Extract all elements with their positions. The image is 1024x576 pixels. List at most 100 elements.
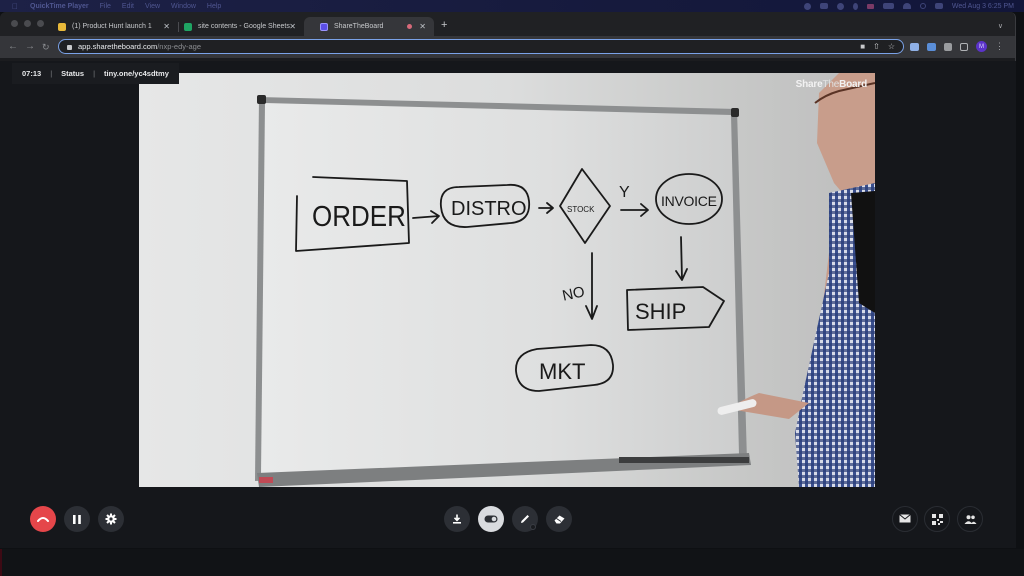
zoom-window-button[interactable] bbox=[37, 20, 44, 27]
close-tab-icon[interactable]: ✕ bbox=[163, 22, 170, 31]
brand-the: The bbox=[822, 79, 840, 90]
omnibox-actions: ■ ⇧ ☆ bbox=[860, 42, 895, 51]
menu-file[interactable]: File bbox=[99, 2, 111, 10]
brand-board: Board bbox=[839, 79, 867, 90]
tab-sharetheboard[interactable]: ShareTheBoard ✕ bbox=[304, 17, 434, 36]
close-tab-icon[interactable]: ✕ bbox=[289, 22, 296, 31]
close-window-button[interactable] bbox=[11, 20, 18, 27]
node-mkt-label: MKT bbox=[539, 359, 585, 384]
menu-window[interactable]: Window bbox=[171, 2, 196, 10]
menu-clock[interactable]: Wed Aug 3 6:25 PM bbox=[951, 2, 1014, 10]
tab-product-hunt[interactable]: (1) Product Hunt launch 1 ✕ bbox=[42, 17, 178, 36]
tab-divider bbox=[178, 22, 179, 32]
macos-menu-bar:  QuickTime Player File Edit View Window… bbox=[0, 0, 1024, 12]
node-order-label: ORDER bbox=[312, 200, 406, 232]
camera-icon[interactable]: ■ bbox=[860, 42, 866, 51]
whiteboard-video-feed: ShareTheBoard bbox=[139, 73, 875, 487]
sharetheboard-page: 07:13 | Status | tiny.one/yc4sdtmy Share… bbox=[0, 61, 1016, 548]
pen-options-badge[interactable] bbox=[530, 524, 536, 530]
mail-icon bbox=[899, 514, 911, 523]
record-status-icon[interactable] bbox=[803, 2, 811, 10]
qr-code-button[interactable] bbox=[924, 506, 950, 532]
tab-search-chevron-icon[interactable]: ∨ bbox=[997, 23, 1003, 30]
node-ship-label: SHIP bbox=[635, 299, 686, 324]
screen-recorder-extension-icon[interactable] bbox=[910, 42, 919, 51]
reload-icon[interactable]: ↻ bbox=[42, 42, 50, 52]
menu-edit[interactable]: Edit bbox=[121, 2, 134, 10]
sharetheboard-logo: ShareTheBoard bbox=[795, 79, 868, 90]
separator: | bbox=[50, 69, 53, 78]
pause-button[interactable] bbox=[64, 506, 90, 532]
apple-icon[interactable]:  bbox=[12, 2, 20, 11]
battery-icon[interactable] bbox=[882, 3, 894, 9]
address-host: app.sharetheboard.com bbox=[78, 42, 158, 51]
desktop-background bbox=[0, 549, 1024, 576]
flag-icon[interactable] bbox=[866, 3, 874, 9]
back-arrow-icon[interactable]: ← bbox=[8, 41, 18, 52]
presenter-person bbox=[717, 73, 875, 487]
eraser-icon bbox=[554, 515, 564, 523]
more-menu-icon[interactable]: ⋮ bbox=[995, 41, 1004, 51]
forward-arrow-icon[interactable]: → bbox=[25, 41, 35, 52]
spotlight-search-icon[interactable] bbox=[919, 3, 926, 9]
side-panel-icon[interactable] bbox=[960, 42, 968, 51]
flowchart-drawing bbox=[295, 168, 725, 392]
share-icon[interactable]: ⇧ bbox=[873, 42, 880, 51]
screen-icon[interactable] bbox=[819, 3, 828, 9]
people-icon bbox=[964, 514, 976, 524]
browser-toolbar: ← → ↻ app.sharetheboard.com /nxp-edy-age… bbox=[0, 36, 1015, 58]
whiteboard-frame bbox=[255, 95, 751, 487]
lock-icon[interactable] bbox=[67, 45, 72, 50]
participants-button[interactable] bbox=[957, 506, 983, 532]
session-timer: 07:13 bbox=[22, 69, 42, 78]
bookmark-star-icon[interactable]: ☆ bbox=[887, 42, 895, 51]
pause-icon bbox=[73, 514, 81, 524]
new-tab-button[interactable]: + bbox=[441, 19, 448, 31]
window-controls bbox=[11, 20, 44, 27]
minimize-window-button[interactable] bbox=[24, 20, 31, 27]
extensions-puzzle-icon[interactable] bbox=[944, 42, 952, 51]
extension-icon[interactable] bbox=[927, 42, 936, 51]
wifi-icon[interactable] bbox=[902, 3, 911, 9]
node-distro-label: DISTRO bbox=[451, 198, 527, 220]
pen-tool-button[interactable] bbox=[512, 506, 538, 532]
menu-app-name[interactable]: QuickTime Player bbox=[30, 2, 89, 10]
eraser-tool-button[interactable] bbox=[546, 506, 572, 532]
share-link[interactable]: tiny.one/yc4sdtmy bbox=[104, 69, 169, 78]
profile-avatar[interactable]: M bbox=[976, 41, 987, 52]
toggle-icon bbox=[484, 515, 498, 523]
app-status-icon[interactable] bbox=[836, 2, 844, 10]
product-hunt-favicon-icon bbox=[58, 22, 66, 31]
settings-button[interactable] bbox=[98, 506, 124, 532]
pen-icon bbox=[521, 515, 529, 523]
email-button[interactable] bbox=[892, 506, 918, 532]
qr-code-icon bbox=[931, 513, 943, 525]
menu-help[interactable]: Help bbox=[206, 2, 222, 10]
node-stock-label: STOCK bbox=[567, 205, 595, 214]
tab-label: ShareTheBoard bbox=[334, 23, 384, 30]
control-center-icon[interactable] bbox=[934, 3, 943, 9]
end-call-button[interactable] bbox=[30, 506, 56, 532]
separator: | bbox=[93, 69, 96, 78]
google-sheets-favicon-icon bbox=[184, 22, 192, 31]
close-tab-icon[interactable]: ✕ bbox=[419, 22, 426, 31]
node-invoice-label: INVOICE bbox=[661, 193, 717, 209]
address-path: /nxp-edy-age bbox=[157, 42, 201, 51]
brand-share: Share bbox=[795, 79, 823, 90]
whiteboard-scene: ORDER DISTRO STOCK Y INVOICE NO SHIP MKT bbox=[255, 73, 875, 487]
tab-google-sheets[interactable]: site contents - Google Sheets ✕ bbox=[168, 17, 304, 36]
moon-icon[interactable] bbox=[852, 2, 858, 10]
address-bar[interactable]: app.sharetheboard.com /nxp-edy-age ■ ⇧ ☆ bbox=[58, 39, 904, 54]
tab-label: site contents - Google Sheets bbox=[198, 23, 290, 30]
edge-yes-label: Y bbox=[619, 184, 630, 201]
phone-hangup-icon bbox=[37, 517, 49, 522]
toggle-view-button[interactable] bbox=[478, 506, 504, 532]
download-button[interactable] bbox=[444, 506, 470, 532]
session-status-bar: 07:13 | Status | tiny.one/yc4sdtmy bbox=[12, 63, 179, 84]
sharetheboard-favicon-icon bbox=[320, 22, 328, 31]
tab-label: (1) Product Hunt launch 1 bbox=[72, 23, 152, 30]
download-icon bbox=[453, 514, 461, 524]
status-label[interactable]: Status bbox=[61, 69, 85, 78]
gear-icon bbox=[105, 513, 117, 525]
menu-view[interactable]: View bbox=[144, 2, 161, 10]
